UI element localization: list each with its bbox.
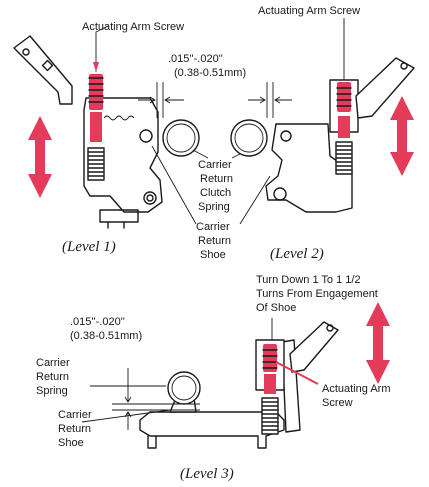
level-3-return-spring	[167, 371, 201, 405]
label-clutch-spring-line-2: Return	[200, 173, 233, 185]
level-2-arm-hole	[400, 62, 408, 70]
level-3-base-plate	[139, 411, 285, 449]
label-clutch-spring-line-3: Clutch	[200, 187, 231, 199]
label-gap-bottom-inch: .015''-.020''	[70, 316, 125, 328]
level-2-actuating-arm	[355, 57, 415, 119]
level-2-adjust-arrow	[390, 96, 414, 176]
label-actuating-arm-screw-3-line-2: Screw	[322, 397, 353, 409]
level-1-tension-spring	[103, 115, 135, 121]
level-3-return-spring-inner	[171, 375, 197, 401]
label-clutch-spring-line-4: Spring	[198, 201, 230, 213]
label-level-2: (Level 2)	[270, 246, 324, 262]
level-2-pivot	[280, 130, 292, 142]
top-gap-arrow-left-b	[164, 96, 184, 104]
level-2-screw-lower	[338, 116, 350, 138]
level-1-screw-pointer	[93, 62, 99, 72]
label-gap-bottom-mm: (0.38-0.51mm)	[70, 330, 142, 342]
level-3-arm-hole	[326, 324, 334, 332]
top-gap-arrow-left-a	[138, 96, 156, 104]
label-actuating-arm-screw-3-line-1: Actuating Arm	[322, 383, 390, 395]
level-1-arm-square	[41, 59, 54, 72]
level-2-clutch-spring-inner	[234, 123, 264, 153]
label-gap-top-inch: .015''-.020''	[168, 53, 223, 65]
level-3-actuating-arm-screw	[263, 344, 277, 372]
bottom-gap-dimension	[112, 368, 200, 430]
level-1-actuating-arm-screw	[89, 74, 103, 110]
level-1-arm-hole	[22, 48, 30, 56]
level-3-adjust-arrow	[366, 302, 390, 384]
label-shoe-top-line-1: Carrier	[196, 221, 230, 233]
label-gap-top-mm: (0.38-0.51mm)	[174, 67, 246, 79]
top-gap-dimension	[138, 82, 292, 118]
level-3-screw-pointer	[275, 361, 319, 385]
level-1-mechanism	[13, 25, 200, 229]
level-1-screw-threads	[88, 77, 104, 103]
level-3-coil-spring	[261, 397, 279, 435]
label-actuating-arm-screw-1: Actuating Arm Screw	[82, 21, 184, 33]
level-1-frame	[83, 97, 163, 213]
label-actuating-arm-screw-2: Actuating Arm Screw	[258, 5, 360, 17]
level-3-coil-lines	[261, 401, 279, 431]
label-turn-down-line-3: Of Shoe	[256, 302, 296, 314]
label-return-spring-line-1: Carrier	[36, 357, 70, 369]
level-1-actuating-arm	[13, 35, 73, 105]
level-1-frame-hole	[143, 191, 157, 205]
shoe-leader-right	[239, 175, 271, 225]
label-turn-down-line-2: Turns From Engagement	[256, 288, 378, 300]
level-1-shoe-pivot	[139, 129, 153, 143]
level-2-coil-lines	[335, 145, 353, 171]
label-shoe-top-line-2: Return	[198, 235, 231, 247]
level-3-actuating-arm	[289, 321, 339, 373]
level-2-actuating-arm-screw	[337, 82, 351, 112]
level-1-clutch-spring	[162, 119, 200, 157]
level-3-mechanism	[81, 302, 390, 449]
level-1-base	[99, 209, 139, 223]
level-2-frame-hole	[273, 187, 287, 201]
level-2-screw-threads	[336, 87, 352, 107]
label-return-spring-line-3: Spring	[36, 385, 68, 397]
label-shoe-bottom-line-1: Carrier	[58, 409, 92, 421]
level-2-clutch-spring	[230, 119, 268, 157]
shoe-leader-left	[151, 145, 197, 225]
top-gap-arrow-right-b	[274, 96, 292, 104]
level-1-screw-leader	[95, 25, 109, 72]
clutch-spring-leader-right	[231, 153, 241, 159]
label-shoe-top-line-3: Shoe	[200, 249, 226, 261]
level-1-screw-lower	[90, 112, 102, 142]
label-turn-down-line-1: Turn Down 1 To 1 1/2	[256, 274, 361, 286]
level-1-frame-hole-inner	[146, 194, 154, 202]
level-3-base-foot	[147, 435, 157, 449]
level-3-screw-lower	[264, 374, 276, 394]
label-shoe-bottom-line-3: Shoe	[58, 437, 84, 449]
level-1-base-feet	[107, 221, 125, 229]
label-level-1: (Level 1)	[62, 239, 116, 255]
top-gap-arrow-right-a	[248, 96, 266, 104]
bottom-gap-arrow-bottom	[124, 411, 132, 430]
label-return-spring-line-2: Return	[36, 371, 69, 383]
clutch-spring-leader-left	[192, 149, 209, 159]
level-2-mechanism	[230, 18, 415, 213]
level-1-adjust-arrow	[28, 116, 52, 198]
label-level-3: (Level 3)	[180, 466, 234, 482]
level-2-frame	[265, 123, 353, 213]
label-clutch-spring-line-1: Carrier	[198, 159, 232, 171]
bottom-gap-arrow-top	[124, 368, 132, 403]
label-shoe-bottom-line-2: Return	[58, 423, 91, 435]
level-1-clutch-spring-inner	[166, 123, 196, 153]
level-3-screw-threads	[262, 349, 278, 369]
level-1-coil-lines	[87, 151, 105, 177]
